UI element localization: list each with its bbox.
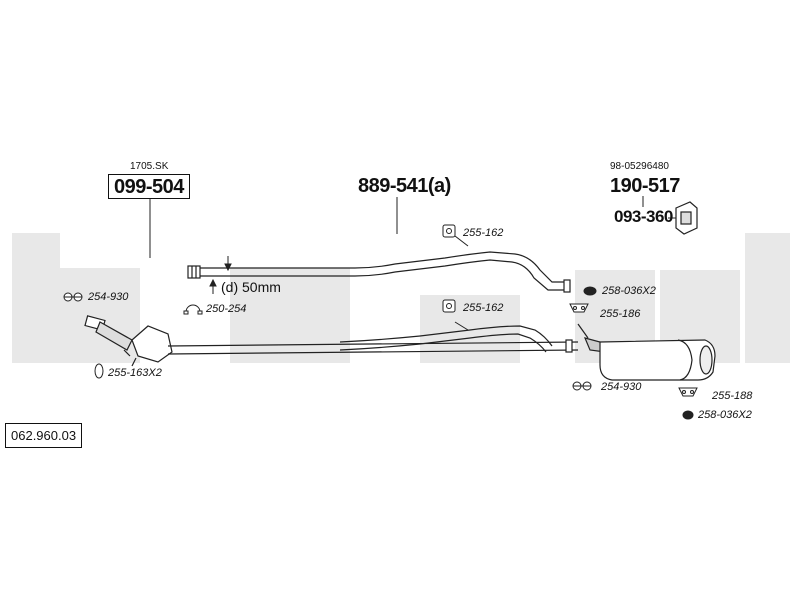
- clamp-254-930-top-icon: [63, 292, 83, 302]
- gasket-255-163-icon: [94, 363, 104, 379]
- clamp-250-254-icon: [183, 304, 203, 315]
- clamp-254-930-top-label[interactable]: 254-930: [88, 291, 129, 303]
- leader-upper-hanger: [454, 235, 469, 247]
- middle-pipe-part-number[interactable]: 889-541(a): [358, 175, 451, 197]
- hanger-255-188-label[interactable]: 255-188: [712, 390, 753, 402]
- ring-258-036-upper-icon: [583, 286, 597, 296]
- hanger-255-186-icon: [569, 303, 589, 313]
- diagram-reference-number: 062.960.03: [5, 423, 83, 448]
- rear-silencer-part-number[interactable]: 190-517: [610, 175, 680, 197]
- ring-258-036-upper-label[interactable]: 258-036X2: [602, 285, 656, 297]
- ring-258-036-lower-label[interactable]: 258-036X2: [698, 409, 752, 421]
- catalyst-assembly: [84, 315, 579, 367]
- bracket-093-360-icon: [675, 201, 698, 235]
- hanger-255-162-upper-icon: [442, 224, 456, 238]
- leader-lower-hanger: [454, 321, 469, 331]
- hanger-255-188-icon: [678, 387, 698, 397]
- rear-silencer: [577, 323, 716, 381]
- catalyst-part-number[interactable]: 099-504: [108, 174, 190, 199]
- hanger-255-162-lower-icon: [442, 299, 456, 313]
- clamp-254-930-bottom-icon: [572, 381, 592, 391]
- hanger-255-186-label[interactable]: 255-186: [600, 308, 641, 320]
- rear-bracket-part-number[interactable]: 093-360: [614, 207, 673, 226]
- catalyst-ref-label: 1705.SK: [130, 161, 169, 172]
- gasket-255-163-label[interactable]: 255-163X2: [108, 367, 162, 379]
- clamp-254-930-bottom-label[interactable]: 254-930: [601, 381, 642, 393]
- pipe-diameter-note: (d) 50mm: [221, 279, 281, 295]
- middle-pipe-lower-bend: [339, 325, 573, 353]
- ring-258-036-lower-icon: [682, 410, 694, 420]
- hanger-255-162-upper-label[interactable]: 255-162: [463, 227, 504, 239]
- dimension-arrows: [209, 256, 232, 294]
- clamp-250-254-label[interactable]: 250-254: [206, 303, 247, 315]
- middle-pipe-upper: [187, 251, 571, 293]
- hanger-255-162-lower-label[interactable]: 255-162: [463, 302, 504, 314]
- rear-oe-ref-label: 98-05296480: [610, 161, 669, 172]
